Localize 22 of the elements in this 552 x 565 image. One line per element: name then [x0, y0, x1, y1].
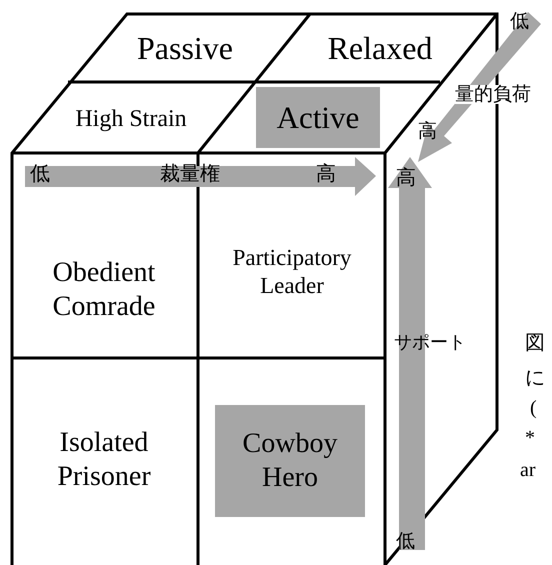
cropped-text: 図: [525, 333, 545, 353]
axis-label: 低: [30, 164, 50, 184]
shaded-cell-label: Active: [256, 87, 380, 148]
axis-label: 低: [510, 12, 529, 31]
axis-label: 高: [418, 122, 437, 141]
cropped-text: *: [525, 428, 535, 448]
cropped-text: ar: [520, 460, 536, 480]
cell-label: High Strain: [66, 100, 196, 138]
cell-label: Obedient Comrade: [20, 240, 188, 340]
cell-label: Isolated Prisoner: [20, 410, 188, 510]
axis-label: 裁量権: [160, 164, 220, 184]
shaded-cell-label: Cowboy Hero: [215, 405, 365, 517]
cell-label: Relaxed: [310, 24, 450, 72]
axis-label: 量的負荷: [455, 85, 531, 104]
axis-label: 高: [396, 168, 416, 188]
axis-label: 高: [316, 164, 336, 184]
axis-label: サポート: [394, 333, 466, 351]
cell-label: Passive: [130, 24, 240, 72]
cell-label: Participatory Leader: [202, 222, 382, 322]
cropped-text: (: [530, 398, 537, 418]
axis-label: 低: [396, 532, 415, 551]
cropped-text: に: [525, 368, 545, 388]
